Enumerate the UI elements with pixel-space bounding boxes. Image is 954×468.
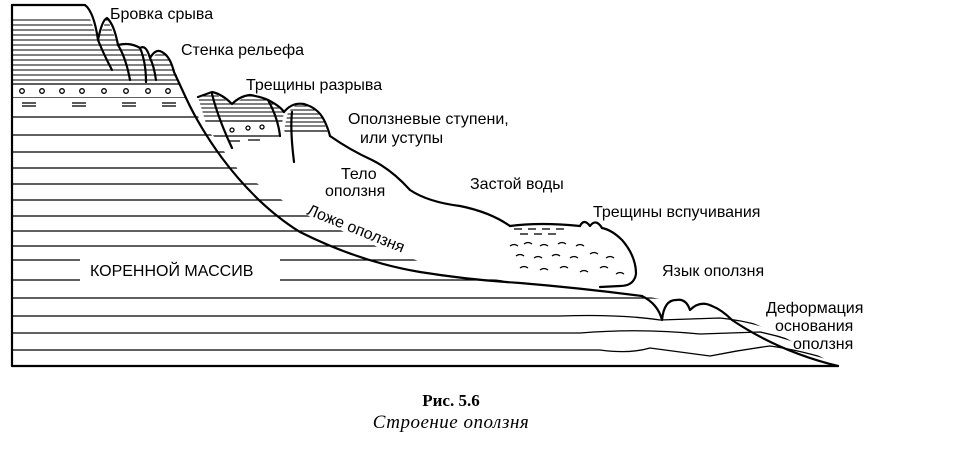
label-bedrock: КОРЕННОЙ МАССИВ [90,261,253,280]
label-stagnant-water: Застой воды [470,176,564,193]
caption-title: Строение оползня [373,412,529,433]
label-tongue: Язык оползня [662,263,764,280]
slipped-block-2 [282,102,332,164]
scarp-curves [96,38,158,84]
label-base-deformation-line3: оползня [793,336,853,353]
label-body-line1: Тело [341,166,377,183]
label-scarp-edge: Бровка срыва [110,6,213,23]
label-base-deformation-line2: основания [775,318,853,335]
slipped-block-1 [196,90,286,150]
stagnant-water-marks [514,228,564,235]
caption-number: Рис. 5.6 [422,391,479,410]
label-slide-bed: Ложе оползня [305,202,407,257]
gravel-band [19,88,176,107]
label-relief-wall: Стенка рельефа [181,42,304,59]
landslide-outline [10,3,840,368]
label-rupture-cracks: Трещины разрыва [246,77,382,94]
label-landslide-steps-line1: Оползневые ступени, [348,111,509,128]
swelling-marks [509,241,625,275]
label-body-line2: оползня [325,183,385,200]
label-landslide-steps-line2: или уступы [360,130,443,147]
label-swelling-cracks: Трещины вспучивания [593,204,760,221]
bedrock-strata [12,116,838,363]
label-base-deformation-line1: Деформация [766,300,863,317]
